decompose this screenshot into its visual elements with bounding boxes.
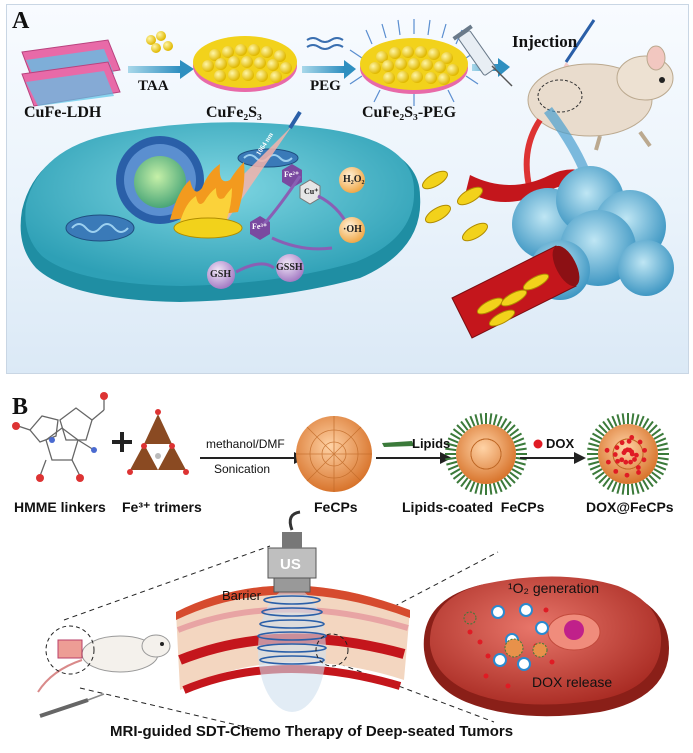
lipid-stick-icon bbox=[382, 441, 414, 447]
dox-dot-icon bbox=[533, 439, 543, 449]
tissue-layers bbox=[176, 585, 410, 712]
label-taa: TAA bbox=[138, 78, 169, 94]
label-gsh: GSH bbox=[210, 269, 232, 280]
label-injection: Injection bbox=[512, 32, 578, 51]
fecps-sphere-icon bbox=[296, 416, 372, 492]
label-barrier: Barrier bbox=[222, 588, 262, 603]
label-fe-trimers: Fe³⁺ trimers bbox=[122, 499, 202, 515]
label-dox-fecps: DOX@FeCPs bbox=[586, 499, 674, 515]
small-fecp-icon bbox=[463, 611, 548, 658]
label-peg: PEG bbox=[310, 78, 341, 94]
mouse-icon bbox=[523, 45, 674, 191]
panel-a-letter: A bbox=[12, 8, 30, 34]
taa-arrow-icon bbox=[128, 31, 194, 79]
label-cufe-ldh: CuFe-LDH bbox=[24, 104, 102, 121]
label-us: US bbox=[280, 556, 301, 573]
label-sonication: Sonication bbox=[214, 462, 271, 476]
label-dox: DOX bbox=[546, 436, 575, 451]
label-lipids: Lipids bbox=[412, 436, 451, 451]
vessel-tube-icon bbox=[451, 245, 580, 339]
mouse-small-icon bbox=[37, 625, 171, 693]
label-fecps: FeCPs bbox=[314, 499, 358, 515]
ultrasound-waves bbox=[257, 595, 327, 665]
us-transducer-icon bbox=[267, 510, 317, 593]
label-cufes-peg: CuFe₂S₃-PEG bbox=[362, 104, 457, 121]
singlet-oxygen-icons bbox=[491, 603, 549, 671]
label-hmme: HMME linkers bbox=[14, 499, 106, 515]
peg-arrow-icon bbox=[302, 37, 356, 79]
syringe-icon bbox=[452, 24, 513, 87]
label-solvent: methanol/DMF bbox=[206, 437, 285, 451]
cufes-particle-icon bbox=[193, 36, 297, 92]
panel-b-letter: B bbox=[12, 394, 29, 420]
gssh-ball-icon bbox=[276, 254, 304, 282]
label-o2-generation: ¹O₂ generation bbox=[508, 580, 600, 596]
flame-particle-icon bbox=[170, 162, 245, 239]
floating-nanoparticles bbox=[422, 170, 488, 242]
label-gssh: GSSH bbox=[276, 262, 303, 273]
label-oh: ·OH bbox=[343, 224, 362, 235]
fe-trimer-icon bbox=[127, 409, 189, 475]
lipids-coated-sphere-icon bbox=[445, 413, 527, 495]
small-syringe-icon bbox=[39, 693, 105, 718]
label-lipids-coated: Lipids-coated FeCPs bbox=[402, 499, 545, 515]
hmme-molecule-icon bbox=[17, 398, 105, 477]
cufes-peg-particle-icon bbox=[349, 19, 479, 106]
ldh-plate-icon bbox=[21, 39, 121, 107]
plus-icon bbox=[112, 432, 132, 452]
label-fe3: Fe³⁺ bbox=[252, 222, 268, 231]
caption: MRI-guided SDT-Chemo Therapy of Deep-sea… bbox=[110, 723, 514, 740]
label-dox-release: DOX release bbox=[532, 674, 613, 690]
gsh-ball-icon bbox=[207, 261, 235, 289]
h2o2-ball-icon bbox=[339, 167, 365, 193]
label-cu: Cu⁺ bbox=[304, 187, 319, 196]
label-h2o2: H₂O₂ bbox=[343, 174, 365, 185]
oh-ball-icon bbox=[339, 217, 365, 243]
label-cufes: CuFe₂S₃ bbox=[206, 104, 262, 121]
dox-fecps-sphere-icon bbox=[587, 413, 669, 495]
label-fe2: Fe²⁺ bbox=[284, 170, 300, 179]
tumor-cluster-icon bbox=[512, 166, 674, 300]
